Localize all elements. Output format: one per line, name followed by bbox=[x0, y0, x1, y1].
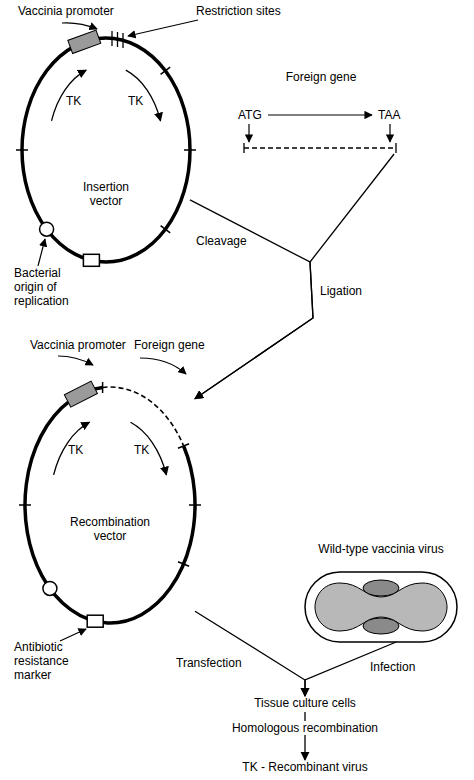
tk-arrow bbox=[126, 70, 161, 121]
gene-end-tick bbox=[243, 143, 244, 153]
node-text: TK - Recombinant virus bbox=[225, 760, 385, 774]
leader-arrow bbox=[58, 356, 93, 365]
leader-arrow bbox=[140, 358, 186, 374]
node-text: TK bbox=[66, 94, 81, 108]
node-text: Tissue culture cells bbox=[240, 696, 370, 710]
part-label: Vaccinia promoter bbox=[30, 338, 126, 352]
node-text: TAA bbox=[378, 108, 400, 122]
step-label: Infection bbox=[370, 660, 415, 674]
node-text: TK bbox=[128, 94, 143, 108]
step-label: Cleavage bbox=[196, 234, 247, 248]
leader-arrow bbox=[38, 239, 45, 266]
node-outline bbox=[25, 387, 195, 623]
flow-connector bbox=[195, 611, 305, 696]
node-text: TK bbox=[134, 443, 149, 457]
step-label: Transfection bbox=[176, 656, 242, 670]
node-outline bbox=[22, 38, 190, 262]
gene-dashed-line bbox=[244, 147, 396, 149]
shape-node: TK TK Insertion vector bbox=[22, 38, 190, 262]
lateral-body bbox=[363, 580, 399, 596]
leader-arrow bbox=[60, 629, 86, 641]
step-label: Ligation bbox=[320, 284, 362, 298]
node-text: Wild-type vaccinia virus bbox=[305, 542, 457, 556]
virus-envelope bbox=[305, 572, 457, 642]
text-node: TK - Recombinant virus bbox=[225, 760, 385, 776]
node-text: Recombination vector bbox=[65, 515, 155, 543]
node-outline bbox=[305, 542, 457, 642]
flow-connector bbox=[195, 154, 394, 399]
shape-node: TK TK Recombination vector bbox=[25, 387, 195, 623]
plasmid-ring bbox=[22, 38, 190, 262]
lateral-body bbox=[363, 618, 399, 634]
leader-arrow bbox=[128, 20, 198, 36]
gene-end-tick bbox=[395, 143, 396, 153]
cut-arrow bbox=[389, 124, 390, 142]
part-label: Antibiotic resistance marker bbox=[14, 640, 80, 682]
tk-arrow bbox=[131, 422, 167, 475]
plasmid-ring bbox=[25, 387, 195, 623]
part-label: Foreign gene bbox=[134, 338, 205, 352]
node-text: Insertion vector bbox=[71, 180, 141, 208]
part-label: Restriction sites bbox=[196, 4, 281, 18]
node-text: Foreign gene bbox=[236, 70, 406, 84]
text-node: Tissue culture cells bbox=[240, 696, 370, 712]
tk-arrow bbox=[52, 70, 87, 121]
tk-arrow bbox=[54, 422, 90, 475]
leader-arrow bbox=[62, 23, 97, 29]
reading-arrow bbox=[268, 114, 372, 115]
virus-core bbox=[315, 583, 447, 631]
flow-connector bbox=[304, 712, 305, 760]
node-text: ATG bbox=[238, 108, 262, 122]
part-label: Bacterial origin of replication bbox=[14, 266, 78, 308]
cut-arrow bbox=[248, 124, 249, 142]
part-label: Vaccinia promoter bbox=[18, 4, 114, 18]
text-node: Foreign geneATG TAA bbox=[236, 70, 406, 154]
node-text: TK bbox=[68, 443, 83, 457]
flow-connector bbox=[190, 200, 313, 399]
inserted-gene-segment bbox=[103, 387, 184, 446]
shape-node: Wild-type vaccinia virus bbox=[305, 542, 457, 642]
step-label: Homologous recombination bbox=[230, 721, 380, 735]
